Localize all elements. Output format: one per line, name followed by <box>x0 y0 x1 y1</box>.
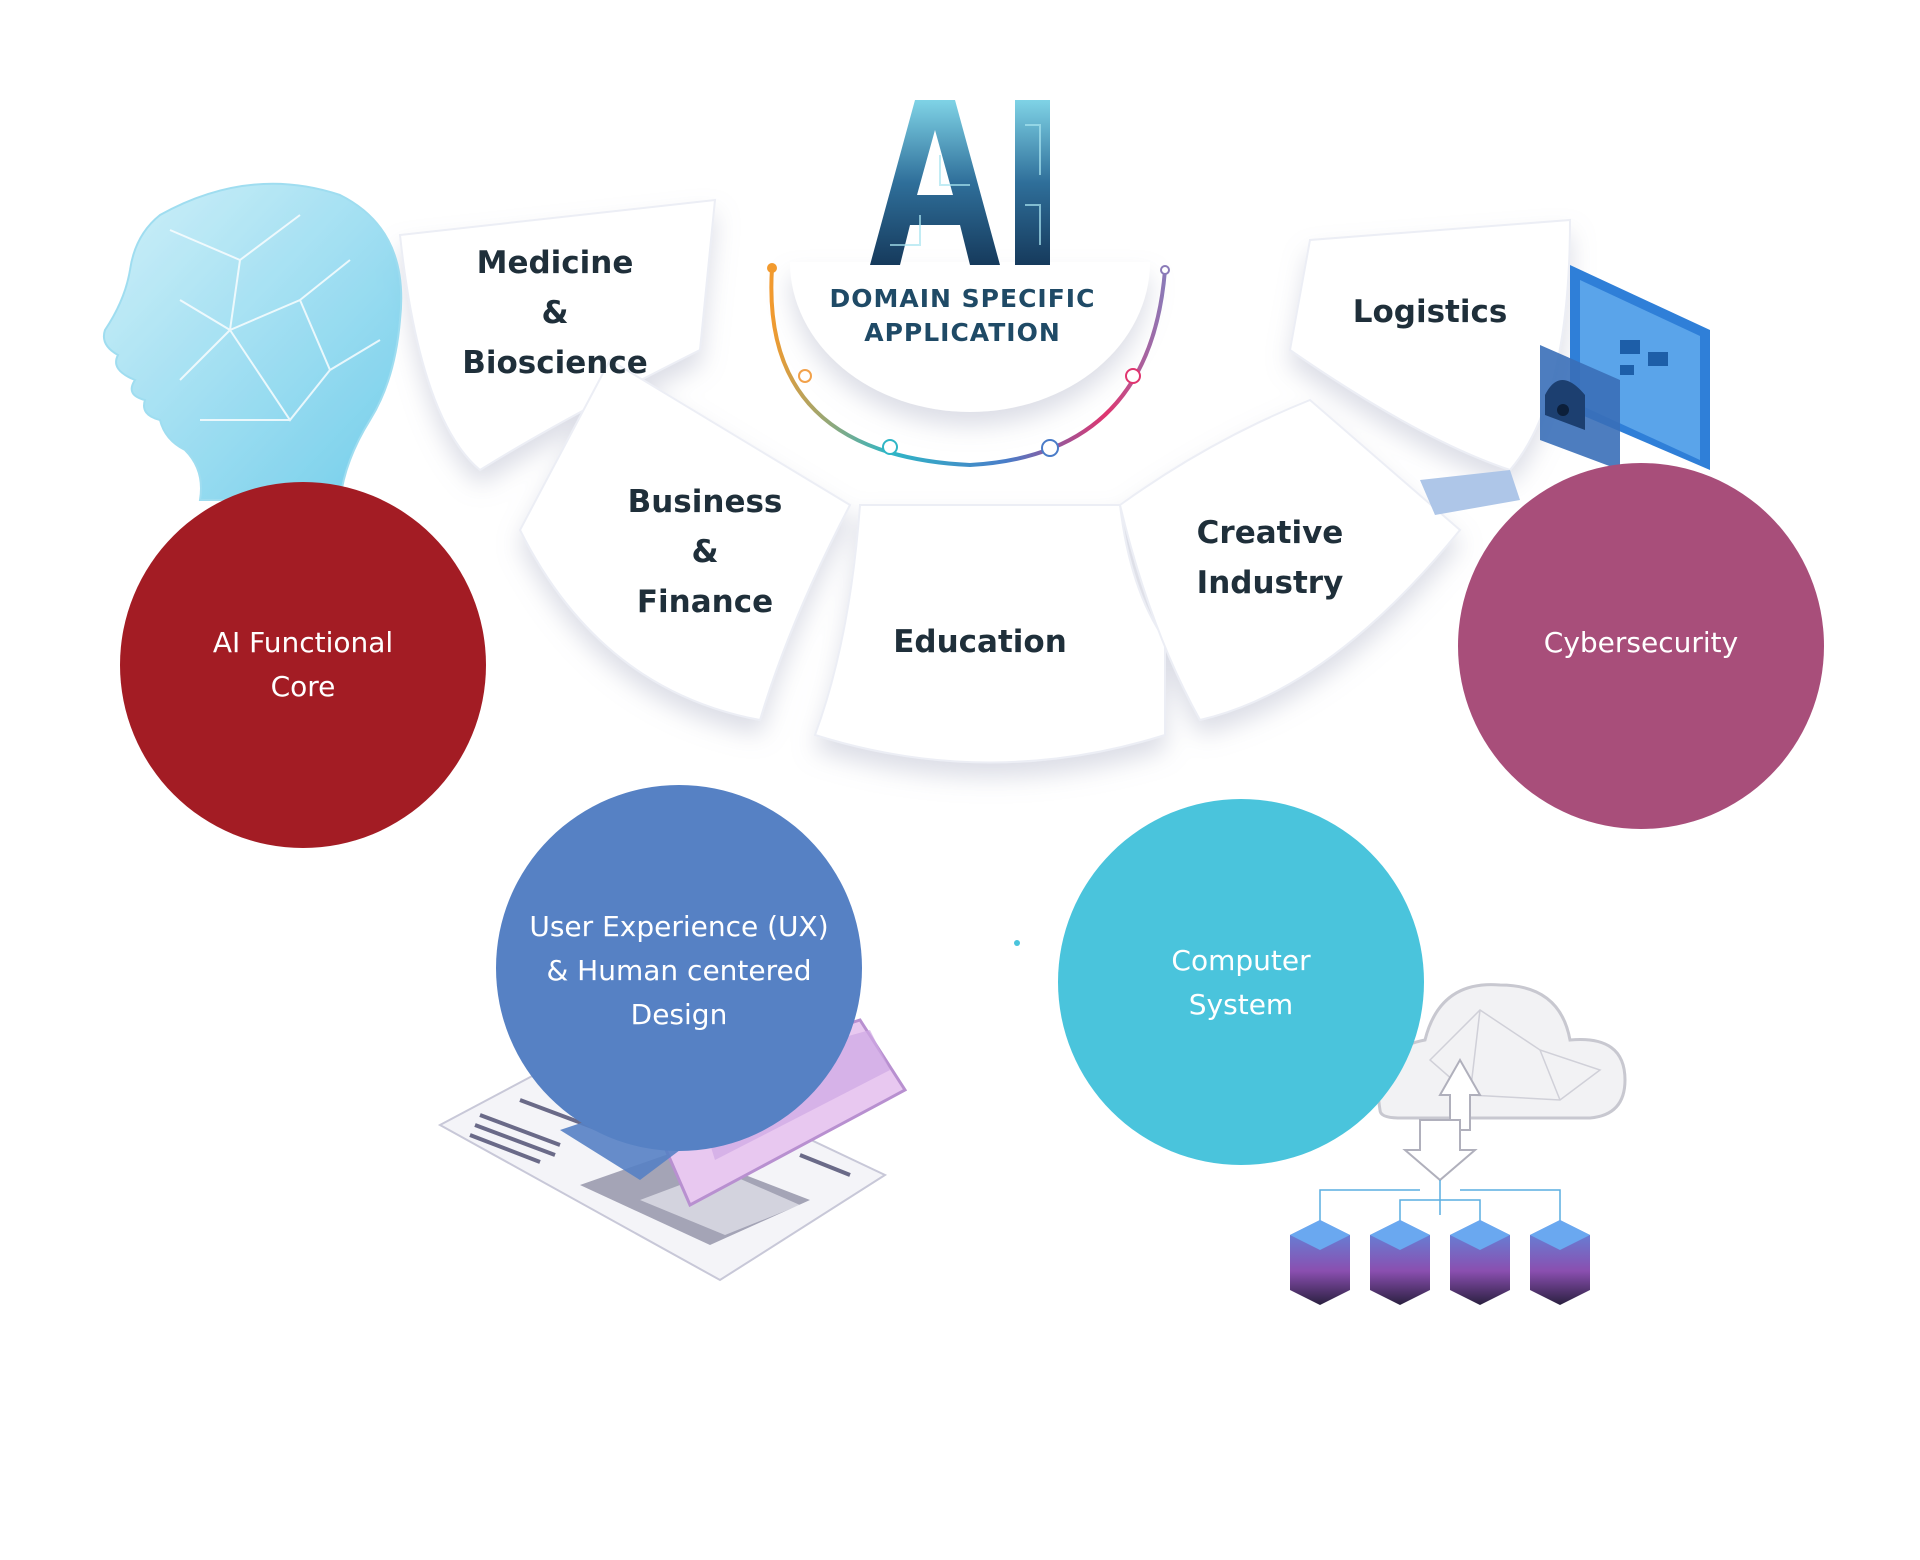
domain-medicine-line-2: & <box>541 295 569 331</box>
fan-segments <box>398 198 1572 764</box>
server-stack-2 <box>1370 1220 1430 1305</box>
server-stack-1 <box>1290 1220 1350 1305</box>
ds-label-line-2: APPLICATION <box>864 318 1061 347</box>
domain-medicine-line-1: Medicine <box>476 245 634 281</box>
domain-creative-line-2: Industry <box>1196 565 1344 601</box>
polygon-head-icon <box>102 182 403 501</box>
pillar-ux-line-3: Design <box>630 998 728 1031</box>
domain-medicine: Medicine & Bioscience <box>450 238 660 388</box>
tablet-device-icon <box>1420 265 1710 515</box>
domain-logistics-line-1: Logistics <box>1352 294 1508 330</box>
domain-specific-label: DOMAIN SPECIFIC APPLICATION <box>820 282 1105 350</box>
server-stack-4 <box>1530 1220 1590 1305</box>
pillar-cybersecurity: Cybersecurity <box>1458 463 1824 829</box>
pillar-computer-line-2: System <box>1188 988 1294 1021</box>
ds-label-line-1: DOMAIN SPECIFIC <box>829 284 1096 313</box>
domain-creative-line-1: Creative <box>1196 515 1344 551</box>
domain-logistics: Logistics <box>1330 287 1530 337</box>
domain-business-line-3: Finance <box>636 584 774 620</box>
segment-business <box>518 358 852 722</box>
segment-creative <box>1118 398 1462 722</box>
cloud-server-icon <box>1290 983 1627 1305</box>
pillar-ux-line-2: & Human centered <box>546 954 812 987</box>
pillar-ai-core-line-1: AI Functional <box>212 626 394 659</box>
pillar-ux: User Experience (UX) & Human centered De… <box>496 785 862 1151</box>
segment-logistics <box>1288 218 1572 472</box>
domain-business: Business & Finance <box>605 477 805 627</box>
pillar-cyber-line-1: Cybersecurity <box>1543 626 1739 659</box>
pillar-computer-line-1: Computer <box>1171 944 1311 977</box>
pillar-ai-core-line-2: Core <box>270 670 336 703</box>
decor-dot <box>1014 940 1020 946</box>
domain-education-line-1: Education <box>893 624 1067 660</box>
domain-medicine-line-3: Bioscience <box>462 345 648 381</box>
domain-creative: Creative Industry <box>1170 508 1370 608</box>
ai-title-graphic: AI <box>870 100 1050 265</box>
center-bowl <box>790 262 1150 412</box>
segment-education <box>813 504 1166 764</box>
domain-business-line-1: Business <box>627 484 783 520</box>
center-arc <box>767 263 1170 468</box>
pillar-ux-line-1: User Experience (UX) <box>529 910 829 943</box>
pillar-computer-system: Computer System <box>1058 799 1424 1165</box>
server-stack-3 <box>1450 1220 1510 1305</box>
pillar-ai-functional-core: AI Functional Core <box>120 482 486 848</box>
domain-business-line-2: & <box>691 534 719 570</box>
domain-education: Education <box>870 617 1090 667</box>
